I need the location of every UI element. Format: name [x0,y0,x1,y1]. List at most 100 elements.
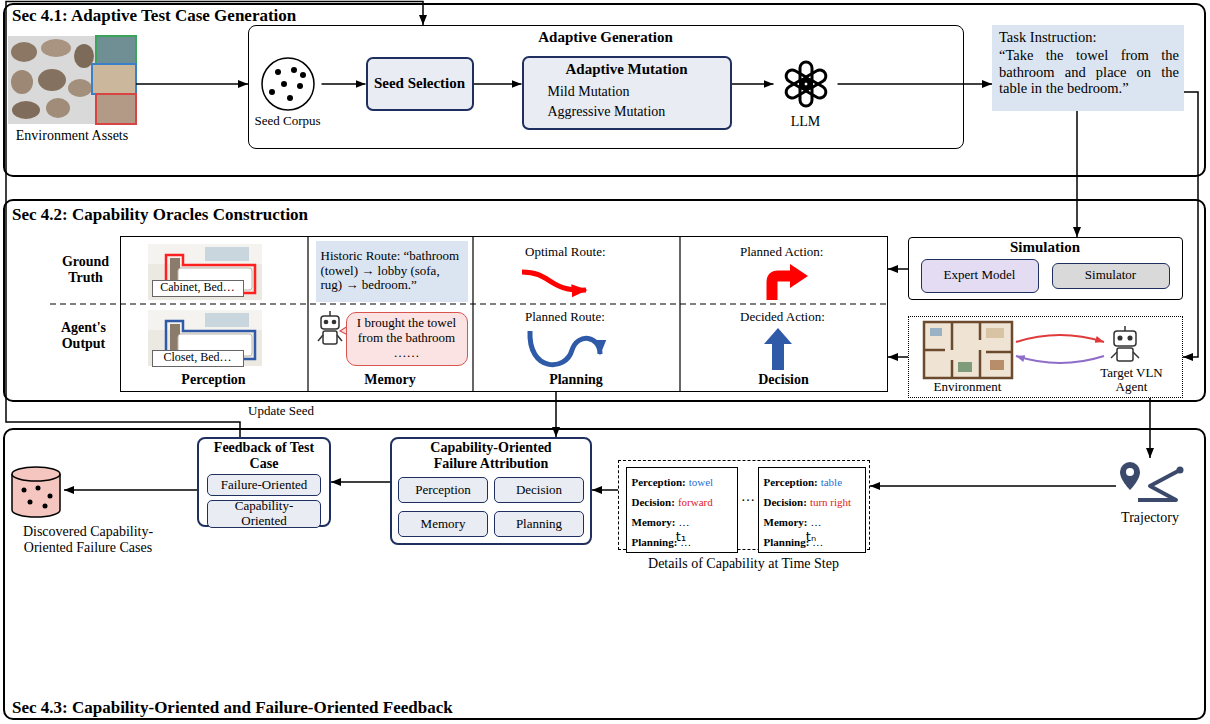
annotation-label: Planned Route: [525,310,605,325]
connector-arrow [64,489,197,491]
details-box: Details of Capability at Time StepPercep… [618,460,870,550]
environment-assets-image [68,79,92,97]
agent-robot-icon [1111,326,1139,361]
node-text: Aggressive Mutation [548,104,728,120]
connector-arrow [1076,111,1078,237]
table-grid [307,236,308,392]
field-value: turn right [810,496,851,508]
bedroom-ground-truth-image [205,247,249,261]
annotation-label: Optimal Route: [525,245,606,260]
agent-robot-icon [1117,348,1133,361]
node-text: tₙ [757,530,865,545]
node-text: Sec 4.3: Capability-Oriented and Failure… [12,698,712,718]
bedroom-agent-image [148,310,262,366]
database-cylinder [48,494,53,499]
text-row: Perception:table [764,471,860,491]
robot-icon [332,320,335,323]
node-text: Historic Route: “bathroom (towel) → lobb… [321,249,463,294]
capability-box: Planning [494,511,584,537]
agent-robot-icon [1128,336,1132,340]
node-text: Capability-Oriented [213,499,315,529]
field-value: towel [689,476,713,488]
capability-box: Decision [494,477,584,503]
group-box: Adaptive GenerationSeed CorpusSeed Selec… [248,25,964,149]
seed-corpus-icon [287,95,293,101]
section-panel: Sec 4.3: Capability-Oriented and Failure… [3,428,1206,720]
llm-icon: LLM [774,56,838,112]
capability-box: Memory [398,511,488,537]
field-name: Planning: [632,536,678,548]
model-box: Simulator [1052,263,1170,289]
interaction-arrow [1016,356,1104,363]
database-cylinder [36,486,41,491]
node-text: Decision [680,372,888,388]
trajectory-icon [1177,467,1184,474]
attribution-box: Capability-Oriented Failure AttributionP… [390,437,592,545]
database-cylinder [43,504,48,509]
agent-robot-icon [1118,336,1122,340]
model-box: Expert Model [921,259,1039,293]
bedroom-ground-truth-image [148,244,262,300]
node-text: Mild Mutation [548,84,728,100]
field-value: … [810,516,821,528]
environment-map-image [958,362,972,372]
annotation-label: … [741,489,755,505]
trajectory-icon [1120,462,1184,500]
section-panel: Sec 4.2: Capability Oracles Construction… [3,199,1206,402]
connector-arrow [592,489,618,491]
node-text: Sec 4.1: Adaptive Test Case Generation [12,6,532,26]
seed-corpus-icon [269,89,275,95]
optimal-route [522,272,586,290]
object-label: Closet, Bed… [152,350,244,367]
environment-map-image [924,322,1012,378]
agent-robot-icon [1133,352,1139,358]
trajectory-icon [1126,468,1134,476]
planned-action-arrow [790,264,808,288]
seed-corpus-icon [281,81,287,87]
node-text: Capability-Oriented Failure Attribution [411,440,571,472]
environment-assets-image [8,36,96,124]
llm-logo [784,68,812,91]
asset-image: Environment Assets [8,34,136,146]
field-name: Decision: [632,496,675,508]
node-text: I brought the towel from the bathroom …… [352,316,462,361]
database-cylinder [12,467,60,517]
field-name: Memory: [764,516,808,528]
step-card: Perception:towelDecision:forwardMemory:…… [626,467,738,553]
field-value: table [821,476,842,488]
table-grid [472,236,473,392]
annotation-label: Planned Action: [740,245,823,260]
node-text: Planning [473,372,680,388]
connector-arrow [331,481,390,483]
feedback-box: Feedback of Test CaseFailure-OrientedCap… [197,437,331,527]
interaction-arrow [1016,335,1104,342]
field-name: Decision: [764,496,807,508]
connector-arrow [1183,92,1198,357]
seed-circle: Seed Corpus [254,56,322,112]
environment-map-image [990,360,1004,370]
connector-arrow [136,83,248,85]
table-grid [679,236,680,392]
field-value: … [678,516,689,528]
node-text: Memory [404,517,482,532]
field-name: Perception: [632,476,686,488]
database-icon: Discovered Capability-Oriented Failure C… [10,466,64,518]
node-text: Simulation [908,239,1183,256]
node-text: Expert Model [927,268,1033,283]
seed-corpus-icon [291,67,297,73]
planned-action-arrow [772,276,792,300]
section-panel: Sec 4.1: Adaptive Test Case GenerationEn… [3,3,1206,177]
robot-icon [318,335,323,341]
node-text: Cabinet, Bed… [158,281,238,295]
node-text: Seed Corpus [244,114,332,129]
trajectory-icon [1120,462,1140,490]
step-card: Perception:tableDecision:turn rightMemor… [758,467,866,553]
environment-assets-image [92,64,136,94]
robot-icon [337,335,342,341]
field-value: forward [678,496,713,508]
agent-robot-icon [1114,331,1136,346]
robot-icon [321,316,339,329]
decided-action-arrow [772,342,784,370]
speech-bubble: I brought the towel from the bathroom …… [346,312,468,366]
